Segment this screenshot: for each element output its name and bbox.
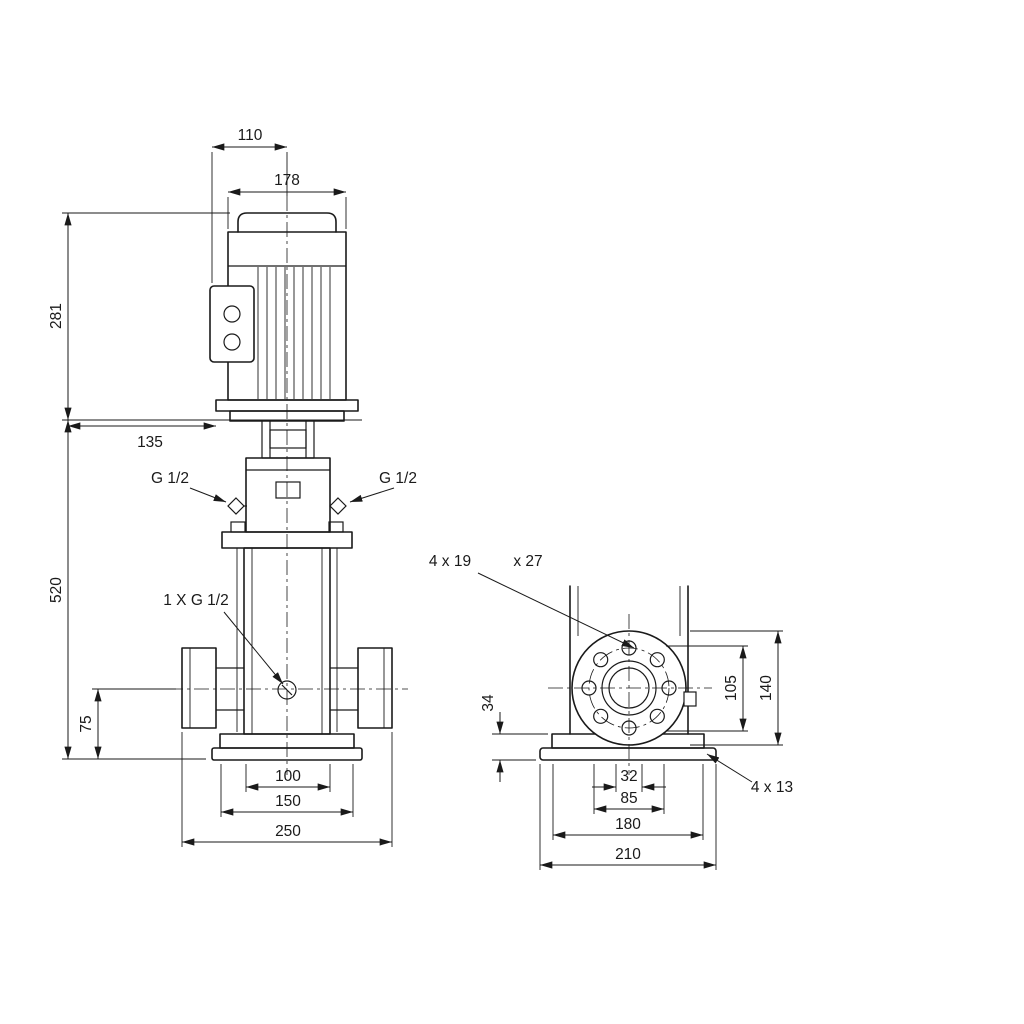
dim-label-34: 34 — [480, 694, 497, 712]
dim-label-150: 150 — [275, 793, 301, 810]
dim-75: 75 — [78, 688, 176, 760]
dim-135: 135 — [67, 422, 217, 451]
motor — [209, 212, 359, 422]
coupling-section — [261, 421, 315, 459]
motor-flange-lower — [229, 410, 345, 422]
pump-body-side — [569, 585, 689, 735]
drain-label: 1 X G 1/2 — [163, 592, 228, 609]
vent-plug-left — [227, 497, 245, 515]
dim-label-250: 250 — [275, 823, 301, 840]
dim-label-32: 32 — [620, 768, 637, 785]
dim-label-281: 281 — [48, 303, 65, 329]
tie-rod-nut-left — [230, 521, 246, 533]
dim-label-85: 85 — [620, 790, 637, 807]
base-holes-label: 4 x 13 — [751, 779, 793, 796]
dim-label-105: 105 — [723, 675, 740, 701]
drain-plug — [277, 680, 297, 700]
dim-label-520: 520 — [48, 577, 65, 603]
priming-plug-boss — [275, 481, 301, 499]
port-label-left: G 1/2 — [151, 470, 189, 487]
chamber-stack — [221, 521, 353, 735]
dim-281: 281 — [48, 212, 362, 421]
coupling — [269, 429, 307, 449]
motor-cooling-fins — [257, 267, 331, 399]
side-plug — [683, 691, 697, 707]
dim-label-180: 180 — [615, 816, 641, 833]
dim-label-210: 210 — [615, 846, 641, 863]
dim-85: 85 — [593, 764, 665, 814]
side-view: 4 x 19 x 27 105 140 34 — [429, 553, 793, 870]
dim-250: 250 — [181, 732, 393, 847]
dim-label-100: 100 — [275, 768, 301, 785]
callout-port-left: G 1/2 — [151, 470, 227, 503]
callout-drain: 1 X G 1/2 — [163, 592, 284, 685]
dim-180: 180 — [552, 764, 704, 840]
front-view: 110 178 281 520 135 75 — [48, 127, 417, 847]
dim-178: 178 — [227, 172, 347, 229]
suction-flange-left — [181, 647, 244, 729]
dim-label-140: 140 — [758, 675, 775, 701]
cable-gland-top — [223, 305, 241, 323]
dim-140: 140 — [690, 630, 783, 746]
discharge-flange-right — [330, 647, 393, 729]
dim-110: 110 — [211, 127, 288, 283]
dim-105: 105 — [666, 645, 748, 732]
pump-base-front — [211, 733, 363, 761]
dim-32: 32 — [592, 764, 666, 792]
port-label-right: G 1/2 — [379, 470, 417, 487]
callout-port-right: G 1/2 — [349, 470, 417, 503]
dim-label-178: 178 — [274, 172, 300, 189]
pump-head-block — [245, 457, 331, 533]
vent-plug-right — [329, 497, 347, 515]
dim-label-135: 135 — [137, 434, 163, 451]
dim-150: 150 — [220, 764, 354, 817]
flange-holes-cb-label: x 27 — [513, 553, 542, 570]
callout-base-holes: 4 x 13 — [706, 753, 793, 796]
tie-rod-nut-right — [328, 521, 344, 533]
terminal-box — [209, 285, 255, 363]
dim-520: 520 — [48, 419, 206, 760]
dim-100: 100 — [245, 764, 331, 792]
dim-label-75: 75 — [78, 715, 95, 732]
dim-label-110: 110 — [238, 127, 263, 144]
callout-flange-holes: 4 x 19 x 27 — [429, 553, 635, 649]
cable-gland-bottom — [223, 333, 241, 351]
flange-holes-label: 4 x 19 — [429, 553, 471, 570]
motor-top-cap — [237, 212, 337, 233]
dim-210: 210 — [539, 764, 717, 870]
dim-34: 34 — [480, 694, 548, 782]
